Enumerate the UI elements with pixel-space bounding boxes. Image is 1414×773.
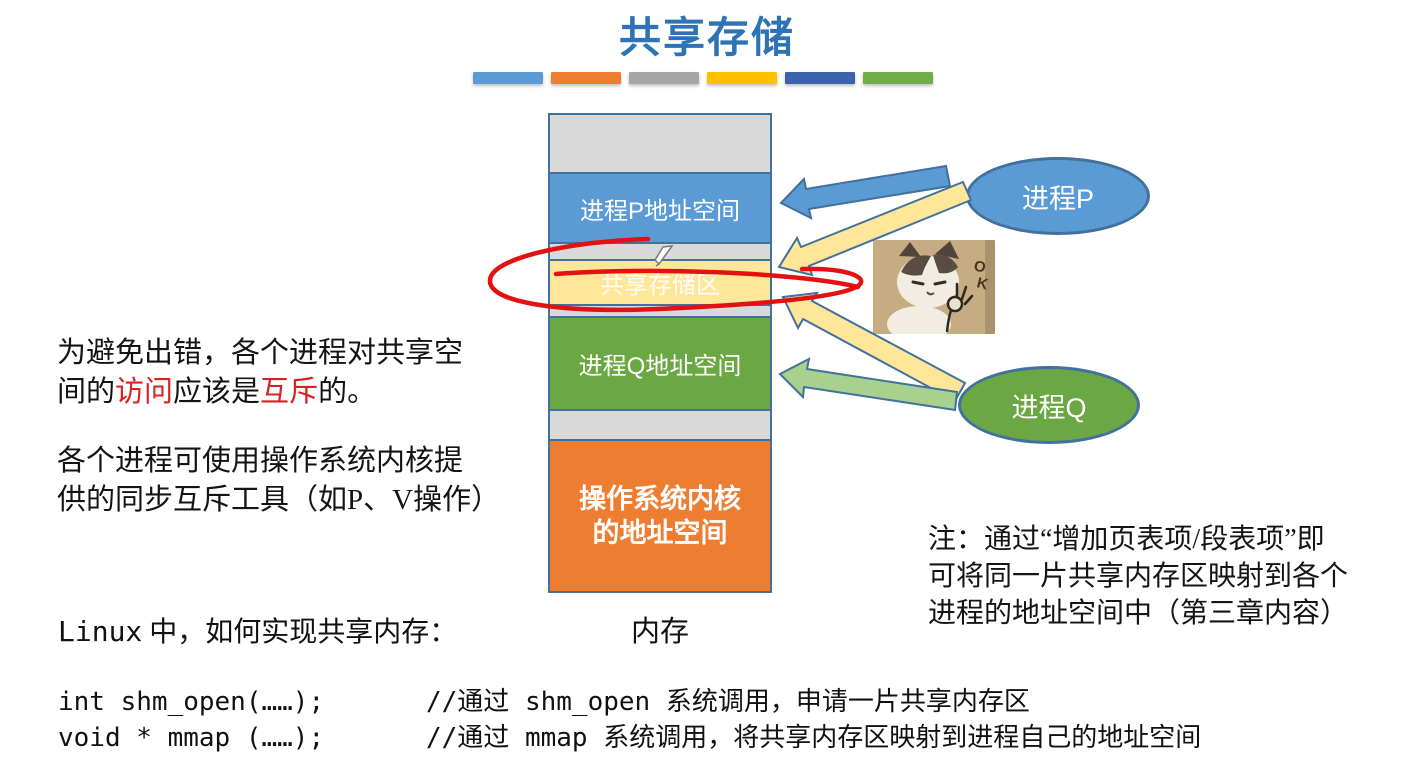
paragraph-mutex: 为避免出错，各个进程对共享空 间的访问应该是互斥的。 — [57, 334, 527, 412]
process-p-ellipse: 进程P — [966, 157, 1150, 235]
memory-block-process-p-label: 进程P地址空间 — [579, 197, 740, 225]
memory-block-kernel-label-line2: 的地址空间 — [592, 518, 728, 548]
linux-word: Linux — [58, 615, 143, 648]
memory-column-diagram: 进程P地址空间 共享存储区 进程Q地址空间 操作系统内核 的地址空间 — [548, 113, 772, 593]
cat-ok-text-o: O — [972, 257, 988, 276]
paragraph-sync-tools-line1: 各个进程可使用操作系统内核提 — [57, 445, 464, 477]
accent-bar-blue — [473, 72, 543, 84]
process-q-label: 进程Q — [1011, 392, 1087, 423]
memory-block-gap-3 — [550, 409, 770, 439]
memory-block-gap-2 — [550, 304, 770, 316]
accent-bar-green — [863, 72, 933, 84]
page-title: 共享存储 — [618, 14, 795, 61]
cat-eyes — [911, 280, 947, 286]
memory-block-gap-1 — [550, 242, 770, 259]
highlight-access: 访问 — [115, 376, 174, 408]
memory-block-free-top — [550, 115, 770, 172]
memory-block-shared-label: 共享存储区 — [600, 272, 720, 299]
paragraph-mutex-line1: 为避免出错，各个进程对共享空 — [57, 337, 464, 369]
memory-caption: 内存 — [630, 616, 689, 648]
paragraph-sync-tools: 各个进程可使用操作系统内核提 供的同步互斥工具（如P、V操作） — [57, 442, 537, 520]
code-line-mmap: void * mmap (……); //通过 mmap 系统调用，将共享内存区映射… — [58, 717, 1408, 754]
accent-bar-row — [473, 72, 933, 84]
note-line2: 可将同一片共享内存区映射到各个 — [928, 561, 1349, 592]
cat-meme-edge-shadow — [985, 240, 995, 334]
arrow-process-q-to-block — [778, 357, 959, 412]
memory-block-kernel: 操作系统内核 的地址空间 — [550, 439, 770, 591]
accent-bar-orange — [551, 72, 621, 84]
accent-bar-gray — [629, 72, 699, 84]
note-page-table: 注：通过“增加页表项/段表项”即 可将同一片共享内存区映射到各个 进程的地址空间… — [928, 521, 1410, 632]
memory-block-process-q: 进程Q地址空间 — [550, 316, 770, 409]
comment-shm-open: //通过 shm_open 系统调用，申请一片共享内存区 — [426, 687, 1030, 717]
note-line3: 进程的地址空间中（第三章内容） — [928, 598, 1349, 629]
cat-ok-meme-image: O K — [873, 240, 995, 334]
memory-block-kernel-label-line1: 操作系统内核 — [579, 484, 741, 514]
code-line-shm-open: int shm_open(……); //通过 shm_open 系统调用，申请一片… — [58, 681, 1408, 718]
process-p-label: 进程P — [1021, 183, 1094, 214]
paragraph-sync-tools-line2: 供的同步互斥工具（如P、V操作） — [57, 484, 501, 516]
accent-bar-gold — [707, 72, 777, 84]
accent-bar-dark-blue — [785, 72, 855, 84]
code-shm-open: int shm_open(……); — [58, 687, 325, 717]
memory-block-process-q-label: 进程Q地址空间 — [578, 353, 742, 380]
arrow-process-p-to-block — [779, 164, 952, 220]
cat-ok-text-k: K — [975, 274, 990, 293]
comment-mmap: //通过 mmap 系统调用，将共享内存区映射到进程自己的地址空间 — [426, 723, 1202, 753]
process-q-ellipse: 进程Q — [958, 366, 1140, 444]
memory-block-shared: 共享存储区 — [550, 259, 770, 304]
cat-ok-hand-circle — [946, 295, 964, 313]
note-line1: 注：通过“增加页表项/段表项”即 — [928, 524, 1325, 555]
code-mmap: void * mmap (……); — [58, 723, 325, 753]
memory-block-process-p: 进程P地址空间 — [550, 172, 770, 242]
highlight-mutex: 互斥 — [260, 376, 319, 408]
linux-intro-line: Linux 中，如何实现共享内存： — [58, 615, 458, 648]
paragraph-mutex-line2: 间的访问应该是互斥的。 — [57, 376, 377, 408]
